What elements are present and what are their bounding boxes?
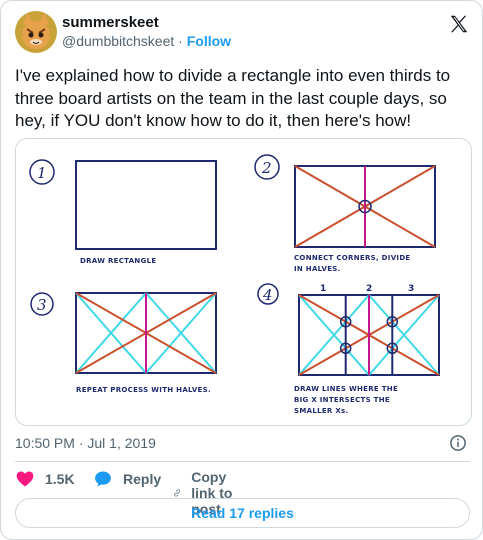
step-1-caption: DRAW RECTANGLE bbox=[80, 257, 156, 265]
rectangle bbox=[75, 160, 217, 250]
link-icon bbox=[174, 489, 180, 497]
step-4-caption-line-2: BIG X INTERSECTS THE bbox=[294, 396, 390, 404]
reply-bubble-icon bbox=[95, 471, 111, 487]
like-count: 1.5K bbox=[45, 471, 75, 487]
intersection-marker bbox=[358, 199, 372, 214]
step-2-number-badge: 2 bbox=[254, 154, 280, 180]
step-1-panel: 1 DRAW RECTANGLE bbox=[29, 159, 217, 265]
step-4-number-badge: 4 bbox=[257, 283, 279, 305]
step-2-caption-line-1: CONNECT CORNERS, DIVIDE bbox=[294, 254, 411, 262]
step-3-panel: 3 REPEAT PROCESS WITH HALVES. bbox=[30, 292, 217, 394]
step-1-number-badge: 1 bbox=[29, 159, 55, 185]
reply-label: Reply bbox=[123, 471, 162, 487]
copy-link-label: Copy link to post bbox=[191, 469, 233, 517]
step-4-panel: 4 1 2 3 DRAW LINES WHERE THE bbox=[257, 283, 440, 415]
step-2-number: 2 bbox=[261, 159, 272, 177]
tweet-image[interactable]: 1 DRAW RECTANGLE 2 CONNECT CORNERS, DIVI… bbox=[15, 138, 472, 426]
info-icon[interactable] bbox=[449, 434, 467, 452]
display-name[interactable]: summerskeet bbox=[62, 14, 159, 31]
step-4-caption-line-3: SMALLER Xs. bbox=[294, 407, 348, 415]
step-3-caption: REPEAT PROCESS WITH HALVES. bbox=[76, 386, 211, 394]
step-4-number: 4 bbox=[262, 286, 273, 304]
avatar[interactable] bbox=[15, 11, 57, 53]
tweet-text: I've explained how to divide a rectangle… bbox=[15, 66, 451, 130]
x-logo-icon[interactable] bbox=[448, 13, 470, 35]
like-button[interactable]: 1.5K bbox=[15, 469, 75, 489]
step-3-number: 3 bbox=[37, 296, 47, 314]
read-replies-button[interactable]: Read 17 replies bbox=[15, 498, 470, 528]
step-4-caption-line-1: DRAW LINES WHERE THE bbox=[294, 385, 398, 393]
reply-button[interactable]: Reply bbox=[93, 469, 161, 489]
separator: · bbox=[178, 33, 183, 49]
column-number-3: 3 bbox=[408, 284, 414, 294]
copy-link-button[interactable]: Copy link to post bbox=[173, 469, 238, 517]
column-number-1: 1 bbox=[320, 284, 326, 294]
handle-row: @dumbbitchskeet · Follow bbox=[62, 33, 231, 49]
rectangle-thirds-diagram: 1 DRAW RECTANGLE 2 CONNECT CORNERS, DIVI… bbox=[29, 154, 440, 415]
step-3-number-badge: 3 bbox=[30, 292, 54, 316]
timestamp[interactable]: 10:50 PM · Jul 1, 2019 bbox=[15, 435, 156, 451]
follow-link[interactable]: Follow bbox=[186, 33, 232, 49]
column-number-2: 2 bbox=[366, 284, 372, 294]
heart-icon bbox=[16, 471, 34, 487]
step-1-number: 1 bbox=[37, 164, 47, 182]
step-2-panel: 2 CONNECT CORNERS, DIVIDE IN HALVES. bbox=[254, 154, 436, 273]
divider bbox=[15, 461, 470, 462]
cat-avatar-icon bbox=[15, 11, 57, 53]
step-2-caption-line-2: IN HALVES. bbox=[294, 265, 341, 273]
handle[interactable]: @dumbbitchskeet bbox=[62, 33, 175, 49]
